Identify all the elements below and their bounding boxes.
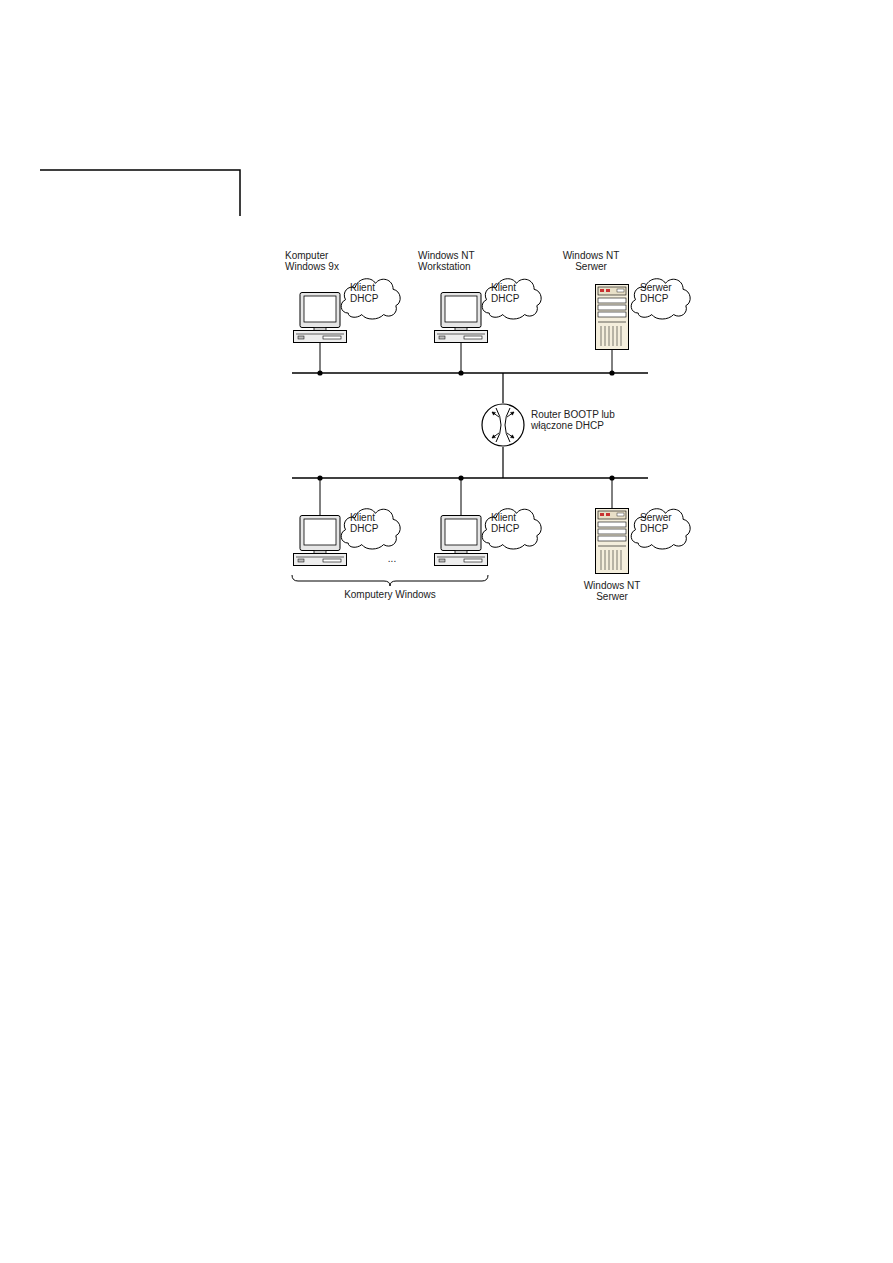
page-corner-mark [40,170,240,216]
device-label: Komputer Windows 9x [285,250,341,272]
server-icon [596,285,629,350]
dhcp-role-cloud: Serwer DHCP [626,500,694,552]
role-label: Klient DHCP [491,512,529,534]
dhcp-role-cloud: Serwer DHCP [626,270,694,322]
router-link [502,373,503,403]
role-label: Serwer DHCP [640,512,678,534]
role-label: Klient DHCP [350,512,388,534]
router-label: Router BOOTP lub włączone DHCP [531,409,627,431]
device-label: Komputery Windows [330,589,450,600]
server-icon [596,509,629,574]
device-label: Windows NT Serwer [562,250,620,272]
dhcp-role-cloud: Klient DHCP [336,500,404,552]
role-label: Klient DHCP [491,282,529,304]
role-label: Klient DHCP [350,282,388,304]
device-label: Windows NT Serwer [580,580,644,602]
device-label: ... [382,553,402,564]
pc-icon [435,516,488,566]
device-label: Windows NT Workstation [418,250,482,272]
dhcp-role-cloud: Klient DHCP [336,270,404,322]
router-node: Router BOOTP lub włączone DHCP [481,403,525,447]
pc-icon [294,293,347,343]
network-bus [292,372,648,374]
router-link [502,447,503,478]
pc-icon [294,516,347,566]
dhcp-role-cloud: Klient DHCP [477,500,545,552]
pc-icon [435,293,488,343]
dhcp-role-cloud: Klient DHCP [477,270,545,322]
network-bus [292,477,648,479]
role-label: Serwer DHCP [640,282,678,304]
router-symbol [481,403,525,447]
group-brace [292,575,488,586]
